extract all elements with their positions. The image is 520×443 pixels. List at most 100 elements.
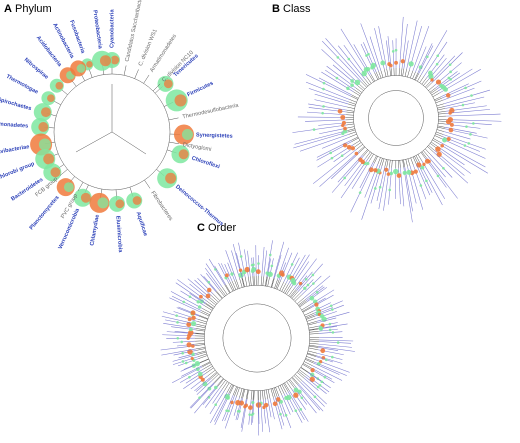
phylum-node-inner [132,196,142,205]
order-branch [300,367,309,373]
order-node [189,327,193,332]
order-leaf [296,271,313,291]
order-node [182,300,186,304]
class-leaf [305,81,350,100]
class-node [446,136,451,142]
order-leaf [205,263,223,288]
order-leaf [305,376,327,394]
order-branch [196,325,206,329]
class-mid-arc [353,75,439,161]
phylum-node-inner [163,79,173,89]
phylum-node-inner [43,153,55,165]
class-branch [432,139,439,144]
order-leaf [251,257,254,277]
order-branch [305,314,315,319]
order-branch [242,389,246,399]
order-branch [302,307,312,313]
class-leaf [387,36,392,69]
order-node [309,376,315,383]
class-branch [438,113,446,115]
order-leaf [169,297,201,313]
order-leaf [231,250,240,279]
order-leaf [240,399,247,429]
order-branch [199,315,209,319]
order-leaf [176,343,196,347]
order-branch [289,379,296,387]
class-leaf [392,40,395,69]
class-branch [359,146,366,153]
class-leaf [415,163,431,196]
order-leaf [308,372,331,389]
order-node [272,401,278,407]
order-branch [205,367,214,374]
class-leaf [293,131,349,149]
class-branch [399,160,401,168]
class-leaf [444,96,485,107]
order-branch [303,363,312,369]
class-leaf [445,109,490,114]
order-branch [301,304,310,311]
class-branch [427,146,434,152]
order-branch [279,281,284,291]
class-branch [412,71,416,79]
class-branch [351,136,359,141]
order-node [238,272,244,278]
class-node [335,76,339,80]
class-branch [403,159,406,168]
class-node [346,144,352,150]
class-node [370,62,377,69]
class-branch [421,78,427,85]
class-node [329,151,332,155]
class-node [400,59,406,64]
order-leaf [257,399,260,436]
class-node [388,188,392,192]
order-leaf [227,262,235,281]
class-leaf [399,16,404,69]
order-node [297,389,302,394]
class-branch [369,75,374,82]
class-leaf [435,71,458,89]
order-branch [216,290,223,299]
order-mid-arc [204,285,310,391]
class-leaf [313,148,357,184]
order-node [207,280,211,284]
order-branch [242,277,245,287]
order-branch [293,293,301,301]
order-node [310,367,315,373]
order-node [312,282,315,285]
class-branch [429,87,437,93]
class-leaf [417,162,433,193]
phylum-branch [77,182,84,192]
class-node [436,174,440,178]
class-node [396,173,402,178]
order-branch [309,333,319,335]
class-branch [375,71,380,80]
order-branch [232,386,237,396]
class-node [445,118,452,125]
order-node [255,269,261,275]
order-branch [250,390,253,400]
class-leaf [427,156,446,178]
class-branch [346,121,354,123]
order-leaf [301,380,327,405]
order-branch [221,286,228,295]
class-branch [353,91,360,96]
order-branch [308,326,318,329]
phylum-node-inner [40,107,51,118]
order-branch [211,373,219,381]
order-node [290,263,294,266]
order-branch [305,313,314,318]
class-branch [372,155,377,163]
order-leaf [196,380,213,395]
phylum-root-branches [75,84,147,155]
order-node [176,336,180,340]
order-leaf [283,252,298,283]
order-branch [252,276,254,286]
order-branch [229,385,235,394]
class-leaf [360,23,379,72]
order-branch [228,384,234,394]
class-node [448,127,454,133]
class-branch [364,78,370,85]
class-branch [415,73,419,81]
order-branch [271,278,275,288]
